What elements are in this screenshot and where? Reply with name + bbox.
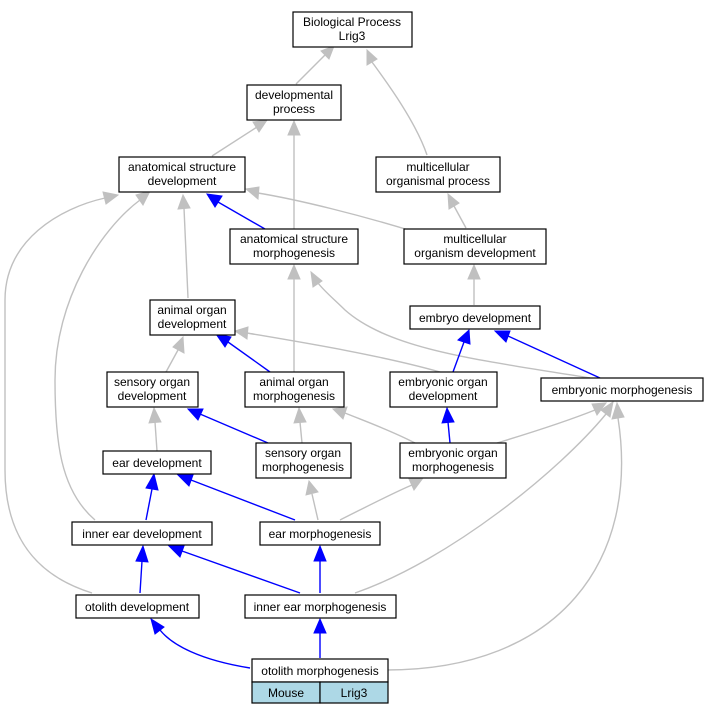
node-label-line1: inner ear development [82,527,202,541]
edge-otodev-to-innerdev [135,544,149,594]
node-label-line1: Biological Process [303,15,401,29]
node-anatomical-structure-morphogenesis[interactable]: anatomical structure morphogenesis [229,228,359,265]
edge-innermorph-to-innerdev [167,545,301,594]
edge-anadev-to-devproc [211,119,269,157]
edge-emborganmorph-to-emborgandev [441,406,455,444]
node-multicellular-organismal-process[interactable]: multicellular organismal process [375,156,501,193]
node-ear-morphogenesis[interactable]: ear morphogenesis [259,521,381,546]
node-label-line1: animal organ [157,303,226,317]
edge-emborgandev-to-animaldev [233,326,441,373]
edge-earmorph-to-eardev [176,474,296,521]
node-label-line1: ear morphogenesis [269,527,372,541]
edge-innerdev-to-eardev [145,472,159,521]
node-label-line1: embryo development [419,311,532,325]
edge-eardev-to-sensdev [148,406,162,452]
edge-earmorph-to-sensmorph [305,479,319,521]
edge-otomorph-to-otodev [150,617,251,669]
edge-otodev-to-anadev [4,191,120,594]
edge-sensmorph-to-animalmorph [293,406,307,444]
node-embryonic-organ-morphogenesis[interactable]: embryonic organ morphogenesis [399,442,507,479]
edge-multidev-to-multiproc [447,192,467,229]
node-embryonic-morphogenesis[interactable]: embryonic morphogenesis [540,377,704,402]
edge-animalmorph-to-anamorph [287,263,301,372]
edge-anamorph-to-devproc [287,119,301,229]
edge-earmorph-to-emborganmorph [339,477,425,521]
edge-multidev-to-anadev [244,186,416,233]
node-label-line2: morphogenesis [412,460,494,474]
node-label-line1: sensory organ [114,375,190,389]
node-label-line1: embryonic organ [398,375,487,389]
edge-otomorph-to-embmorph [385,401,625,671]
node-label-line2: organismal process [386,174,490,188]
node-animal-organ-development[interactable]: animal organ development [149,299,236,336]
node-embryonic-organ-development[interactable]: embryonic organ development [389,371,498,408]
node-label-line1: otolith morphogenesis [261,664,378,678]
node-label-line2: morphogenesis [253,389,335,403]
node-label-line2: morphogenesis [262,460,344,474]
node-label-line2: morphogenesis [253,246,335,260]
footer-cell-mouse: Mouse [251,681,321,704]
node-label-line1: inner ear morphogenesis [254,600,387,614]
node-label-line2: Lrig3 [339,29,366,43]
edge-embmorph-to-embryodev [493,330,601,379]
node-animal-organ-morphogenesis[interactable]: animal organ morphogenesis [244,371,345,408]
node-ear-development[interactable]: ear development [102,450,212,475]
node-inner-ear-morphogenesis[interactable]: inner ear morphogenesis [244,594,397,619]
footer-label-mouse: Mouse [268,686,304,700]
node-multicellular-organism-development[interactable]: multicellular organism development [403,228,547,265]
edge-embmorph-to-anamorph [310,270,591,379]
node-label-line1: animal organ [259,375,328,389]
edge-sensmorph-to-sensdev [186,408,269,444]
edge-animalmorph-to-animaldev [214,333,271,373]
node-inner-ear-development[interactable]: inner ear development [71,521,213,546]
node-biological-process[interactable]: Biological Process Lrig3 [292,11,413,48]
node-label-line1: sensory organ [265,446,341,460]
node-label-line2: process [273,102,315,116]
node-sensory-organ-morphogenesis[interactable]: sensory organ morphogenesis [255,442,352,479]
node-label-line2: development [409,389,478,403]
node-otolith-development[interactable]: otolith development [75,594,200,619]
edge-emborganmorph-to-animalmorph [331,406,416,444]
footer-label-gene: Lrig3 [341,686,368,700]
node-anatomical-structure-development[interactable]: anatomical structure development [118,156,246,193]
edge-embryodev-to-multidev [467,263,481,305]
footer-cell-gene: Lrig3 [319,681,389,704]
edge-innerdev-to-anadev [54,190,151,521]
edge-emborgandev-to-embryodev [452,328,471,373]
edge-multiproc-to-bp [366,48,428,156]
node-label-line1: anatomical structure [128,160,236,174]
edge-sensdev-to-animaldev [165,335,185,373]
edge-innermorph-to-earmorph [313,544,327,593]
node-label-line1: multicellular [443,232,506,246]
node-label-line2: development [148,174,217,188]
node-label-line1: embryonic morphogenesis [552,383,693,397]
edge-emborganmorph-to-embmorph [496,402,608,444]
edge-anamorph-to-anadev [206,193,266,230]
node-label-line1: developmental [255,88,333,102]
edge-animaldev-to-anadev [177,193,191,299]
node-label-line1: multicellular [406,160,469,174]
edge-otomorph-to-innermorph [313,617,327,658]
node-label-line2: development [158,317,227,331]
edge-innermorph-to-embmorph [354,400,614,594]
node-otolith-morphogenesis[interactable]: otolith morphogenesis [251,658,389,683]
node-label-line1: anatomical structure [240,232,348,246]
node-label-line2: development [118,389,187,403]
edge-devproc-to-bp [295,45,335,85]
node-developmental-process[interactable]: developmental process [246,84,342,121]
node-label-line2: organism development [414,246,536,260]
node-label-line1: ear development [112,456,202,470]
node-label-line1: otolith development [85,600,190,614]
node-sensory-organ-development[interactable]: sensory organ development [106,371,199,408]
node-embryo-development[interactable]: embryo development [409,305,541,330]
node-label-line1: embryonic organ [408,446,497,460]
